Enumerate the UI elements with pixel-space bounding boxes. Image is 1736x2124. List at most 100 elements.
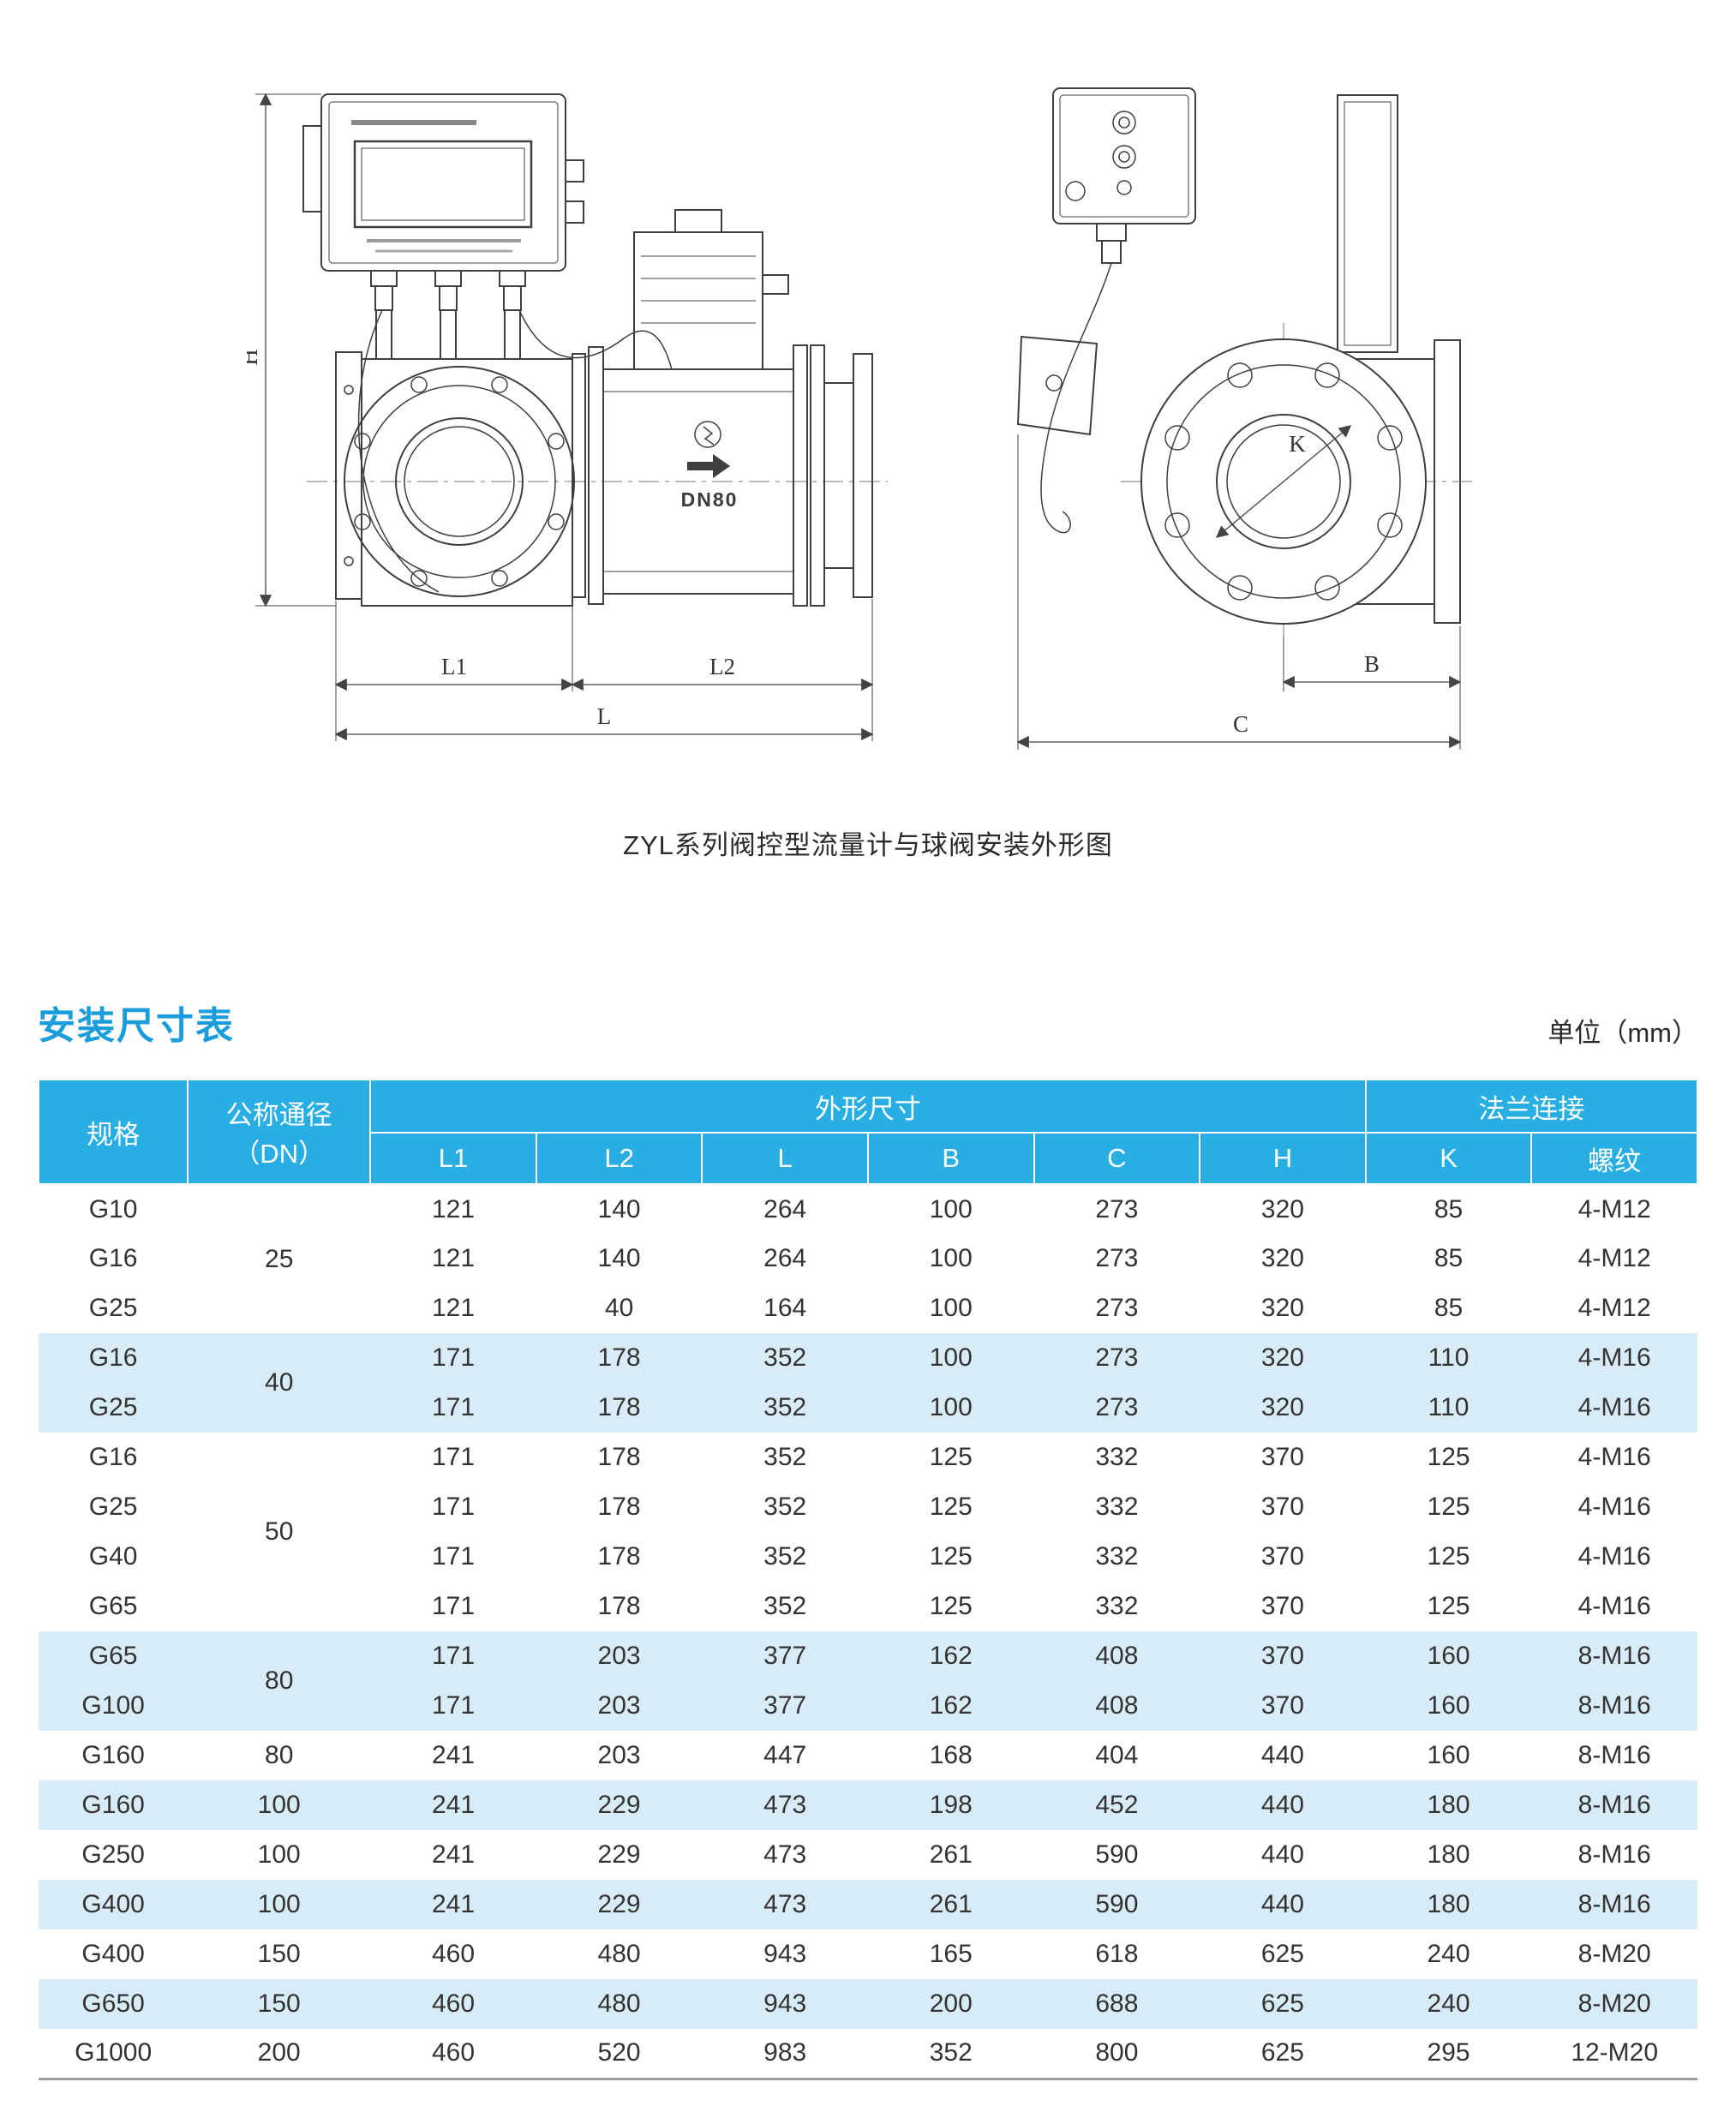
cell-spec: G25 (39, 1383, 189, 1433)
cell-value: 408 (1033, 1681, 1200, 1731)
cell-value: 320 (1200, 1383, 1366, 1433)
cell-value: 332 (1033, 1482, 1200, 1532)
cell-value: 332 (1033, 1582, 1200, 1631)
cell-value: 377 (702, 1681, 868, 1731)
column-header: K (1364, 1132, 1533, 1185)
cell-value: 241 (370, 1880, 536, 1930)
cell-value: 162 (867, 1631, 1034, 1681)
cell-value: 180 (1365, 1830, 1532, 1880)
cell-value: 140 (536, 1184, 703, 1234)
cell-value: 180 (1365, 1880, 1532, 1930)
cell-value: 625 (1200, 2029, 1366, 2079)
cell-value: 171 (370, 1631, 536, 1681)
dimensions-section: 安装尺寸表 单位（mm） 规格 公称通径 （DN） 外形尺寸 法兰连接 (0, 995, 1736, 2080)
cell-dn: 100 (188, 1830, 371, 1880)
cell-value: 440 (1200, 1830, 1366, 1880)
cell-value: 320 (1200, 1234, 1366, 1283)
cell-value: 160 (1365, 1731, 1532, 1780)
cell-spec: G65 (39, 1582, 189, 1631)
cell-value: 229 (536, 1780, 703, 1830)
cell-value: 370 (1200, 1582, 1366, 1631)
cell-value: 40 (536, 1283, 703, 1333)
cell-value: 180 (1365, 1780, 1532, 1830)
cell-value: 4-M16 (1531, 1433, 1697, 1482)
cell-value: 178 (536, 1582, 703, 1631)
cell-value: 273 (1033, 1383, 1200, 1433)
cell-value: 121 (370, 1184, 536, 1234)
cell-value: 8-M20 (1531, 1930, 1697, 1979)
cell-value: 8-M16 (1531, 1681, 1697, 1731)
cell-value: 370 (1200, 1532, 1366, 1582)
column-header: L (701, 1132, 869, 1185)
cell-value: 480 (536, 1979, 703, 2029)
cell-value: 4-M16 (1531, 1532, 1697, 1582)
cell-value: 8-M16 (1531, 1830, 1697, 1880)
cell-value: 264 (702, 1234, 868, 1283)
cell-spec: G10 (39, 1184, 189, 1234)
cell-value: 200 (867, 1979, 1034, 2029)
cell-spec: G40 (39, 1532, 189, 1582)
cell-spec: G65 (39, 1631, 189, 1681)
cell-value: 171 (370, 1681, 536, 1731)
dim-label-c: C (1233, 711, 1248, 737)
column-header-dn: 公称通径 （DN） (187, 1079, 372, 1185)
cell-value: 618 (1033, 1930, 1200, 1979)
cell-value: 125 (1365, 1482, 1532, 1532)
cell-value: 4-M12 (1531, 1283, 1697, 1333)
dn-size-label: DN80 (681, 488, 739, 511)
dim-label-b: B (1364, 651, 1380, 677)
cell-value: 625 (1200, 1979, 1366, 2029)
cell-value: 460 (370, 2029, 536, 2079)
cell-spec: G400 (39, 1930, 189, 1979)
cell-value: 203 (536, 1731, 703, 1780)
cell-value: 320 (1200, 1283, 1366, 1333)
cell-value: 178 (536, 1383, 703, 1433)
cell-value: 241 (370, 1830, 536, 1880)
cell-value: 229 (536, 1880, 703, 1930)
cell-value: 85 (1365, 1283, 1532, 1333)
cell-spec: G100 (39, 1681, 189, 1731)
cell-value: 440 (1200, 1731, 1366, 1780)
cell-value: 8-M20 (1531, 1979, 1697, 2029)
cell-value: 352 (702, 1383, 868, 1433)
cell-spec: G160 (39, 1780, 189, 1830)
dim-label-l: L (597, 703, 612, 729)
dim-label-k: K (1289, 431, 1306, 457)
column-group-flange: 法兰连接 (1364, 1079, 1699, 1134)
cell-value: 110 (1365, 1383, 1532, 1433)
cell-value: 121 (370, 1234, 536, 1283)
cell-value: 320 (1200, 1184, 1366, 1234)
cell-value: 12-M20 (1531, 2029, 1697, 2079)
cell-value: 171 (370, 1582, 536, 1631)
cell-value: 4-M12 (1531, 1184, 1697, 1234)
cell-value: 352 (702, 1433, 868, 1482)
cell-value: 352 (702, 1582, 868, 1631)
dim-label-l2: L2 (709, 654, 735, 679)
cell-value: 480 (536, 1930, 703, 1979)
cell-value: 8-M16 (1531, 1731, 1697, 1780)
meter-side-view-drawing: K B C (1016, 87, 1472, 750)
drawing-caption: ZYL系列阀控型流量计与球阀安装外形图 (623, 830, 1113, 860)
dimension-lines-right (1016, 434, 1462, 750)
cell-value: 273 (1033, 1283, 1200, 1333)
cell-value: 4-M16 (1531, 1482, 1697, 1532)
cell-value: 352 (702, 1532, 868, 1582)
cell-value: 332 (1033, 1532, 1200, 1582)
cell-value: 125 (1365, 1532, 1532, 1582)
cell-value: 352 (702, 1482, 868, 1532)
valve-body-linework (572, 209, 873, 607)
unit-label: 单位（mm） (1547, 1018, 1698, 1048)
column-header-spec: 规格 (37, 1079, 189, 1185)
cell-value: 100 (867, 1283, 1034, 1333)
cell-value: 332 (1033, 1433, 1200, 1482)
cell-spec: G25 (39, 1283, 189, 1333)
